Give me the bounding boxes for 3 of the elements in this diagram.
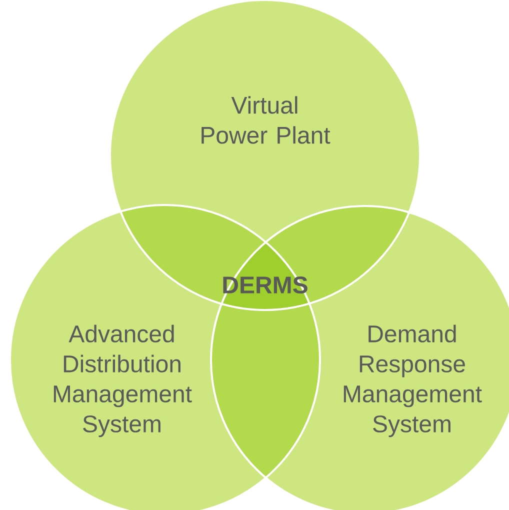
- circle-label: Demand Response Management System: [344, 324, 482, 438]
- circle-label: Virtual Power Plant: [202, 96, 330, 144]
- circle-label: Advanced Distribution Management System: [54, 324, 192, 438]
